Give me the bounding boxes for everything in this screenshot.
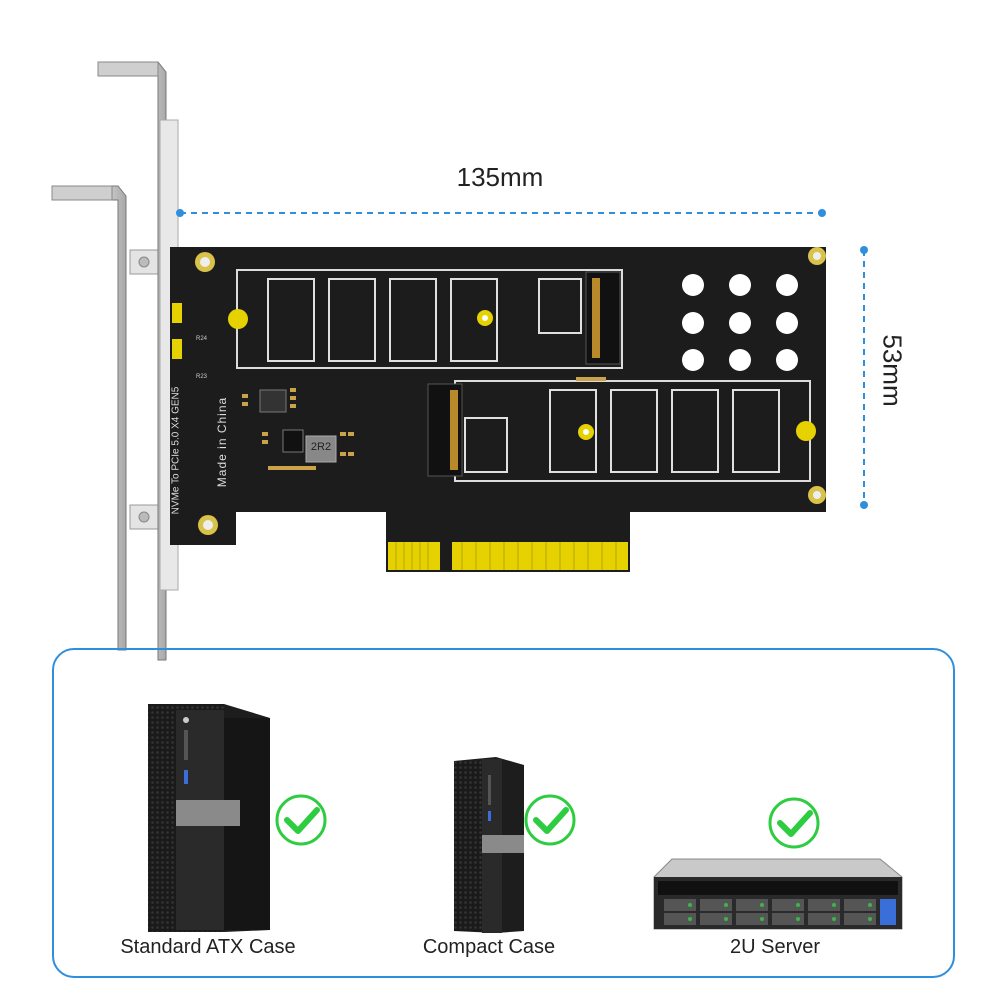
adapter-card-pcb	[170, 247, 826, 572]
chip-marking: 2R2	[310, 441, 332, 453]
compatibility-panel	[52, 648, 955, 978]
silkscreen-model: NVMe To PCIe 5.0 X4 GEN5	[170, 386, 182, 515]
width-dimension-label: 135mm	[456, 162, 544, 192]
caption-2u-server: 2U Server	[729, 936, 821, 958]
height-dimension-label: 53mm	[877, 334, 908, 407]
caption-compact-case: Compact Case	[422, 936, 556, 958]
full-height-bracket	[97, 61, 179, 661]
check-icon-atx	[275, 794, 327, 846]
silkscreen-origin: Made in China	[215, 396, 229, 488]
ref-r23: R23	[196, 374, 208, 380]
caption-standard-atx-case: Standard ATX Case	[120, 936, 296, 958]
ref-r24: R24	[196, 336, 208, 342]
2u-server-illustration	[653, 858, 903, 930]
check-icon-compact	[524, 794, 576, 846]
atx-tower-illustration	[148, 704, 270, 932]
pcie-brackets-illustration	[51, 61, 868, 661]
low-profile-bracket	[51, 185, 159, 651]
compact-case-illustration	[454, 757, 524, 933]
check-icon-server	[768, 797, 820, 849]
